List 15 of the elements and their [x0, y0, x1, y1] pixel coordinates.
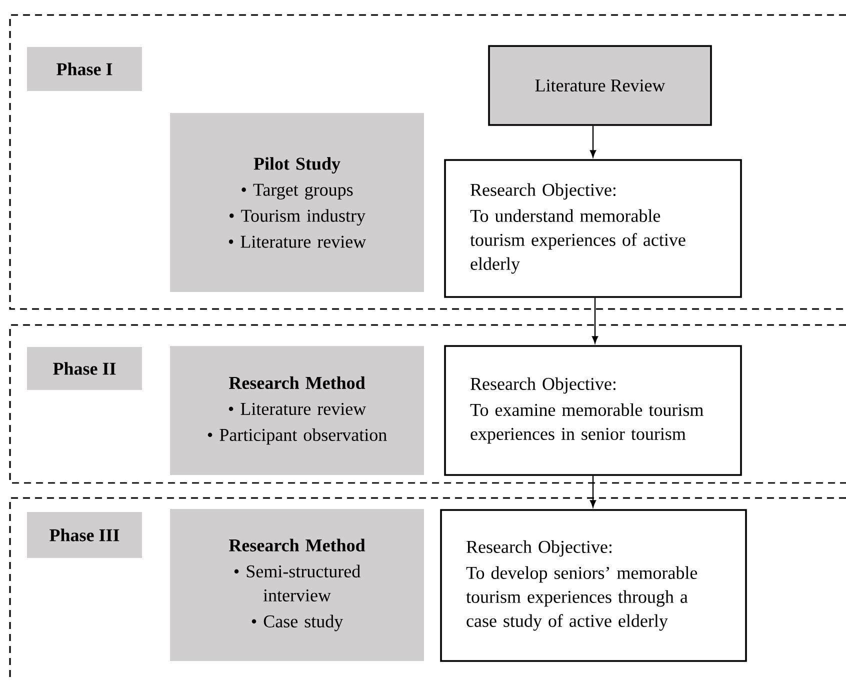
phase-band: [9, 324, 846, 484]
arrow: [590, 476, 596, 508]
arrow: [592, 298, 598, 344]
arrow: [590, 126, 596, 158]
phase-label: Phase I: [27, 47, 142, 91]
method-box: Research Method • Literature review • Participant observation: [170, 346, 424, 475]
phase-band: [9, 14, 846, 310]
process-box: Literature Review: [488, 45, 712, 126]
method-box: Pilot Study • Target groups • Tourism industry • Literature review: [170, 113, 424, 292]
phase-label: Phase II: [27, 347, 142, 390]
method-box: Research Method • Semi-structured interview • Case study: [170, 509, 424, 661]
objective-box: Research Objective: To understand memorable tourism experiences of active elderly: [444, 159, 742, 298]
objective-box: Research Objective: To develop seniors’ memorable tourism experiences through a case study of active elderly: [440, 509, 747, 662]
objective-box: Research Objective: To examine memorable tourism experiences in senior tourism: [444, 345, 742, 476]
phase-label: Phase III: [27, 512, 142, 558]
